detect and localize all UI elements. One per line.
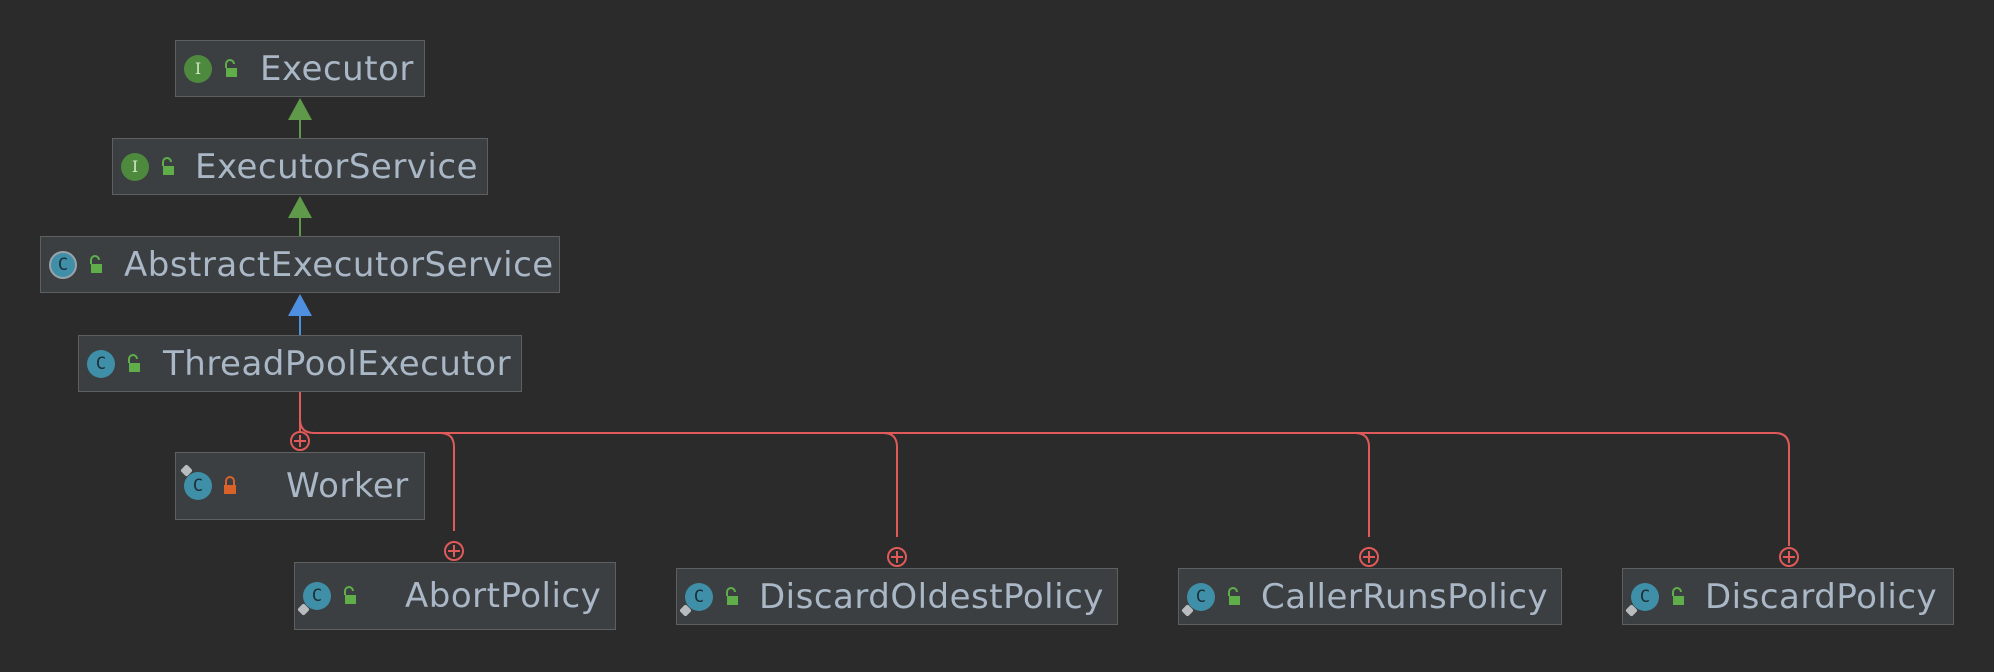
node-discard-policy[interactable]: C DiscardPolicy [1622, 568, 1954, 625]
abstract-class-icon: C [49, 250, 77, 279]
edge-inner-abort-line [439, 432, 455, 531]
node-label: Executor [260, 48, 414, 89]
class-icon: C [180, 464, 212, 500]
static-marker-icon [180, 464, 193, 477]
public-lock-icon [1225, 586, 1241, 607]
public-lock-icon [1669, 586, 1685, 607]
private-lock-icon [222, 476, 238, 496]
class-icon: C [297, 582, 331, 616]
node-thread-pool-executor[interactable]: C ThreadPoolExecutor [78, 335, 522, 392]
node-label: AbstractExecutorService [124, 244, 554, 285]
class-icon: C [679, 582, 713, 617]
public-lock-icon [222, 58, 238, 79]
node-executor-service[interactable]: I ExecutorService [112, 138, 488, 195]
class-icon: C [87, 349, 115, 378]
edge-inner-discard-oldest-line [882, 432, 898, 537]
interface-icon: I [121, 152, 149, 181]
edge-executor-service-extends-executor-arrowhead [288, 98, 312, 120]
node-label: AbortPolicy [405, 576, 602, 616]
static-marker-icon [297, 603, 310, 616]
static-marker-icon [679, 603, 692, 617]
class-icon: C [1181, 582, 1215, 617]
public-lock-icon [125, 353, 141, 374]
node-abort-policy[interactable]: C AbortPolicy [294, 562, 616, 630]
public-lock-icon [341, 586, 357, 606]
public-lock-icon [159, 156, 175, 177]
node-label: DiscardPolicy [1705, 576, 1938, 617]
node-abstract-executor-service[interactable]: C AbstractExecutorService [40, 236, 560, 293]
edge-inner-bus [299, 392, 1790, 546]
node-label: ThreadPoolExecutor [163, 343, 512, 384]
public-lock-icon [723, 586, 739, 607]
interface-icon: I [184, 54, 212, 83]
static-marker-icon [1181, 603, 1194, 617]
public-lock-icon [87, 254, 103, 275]
edge-inner-caller-runs-line [1354, 432, 1370, 537]
class-icon: C [1625, 582, 1659, 617]
node-worker[interactable]: C Worker [175, 452, 425, 520]
edge-thread-pool-extends-abstract-arrowhead [288, 294, 312, 316]
node-label: DiscardOldestPolicy [759, 576, 1104, 617]
node-caller-runs-policy[interactable]: C CallerRunsPolicy [1178, 568, 1562, 625]
node-discard-oldest-policy[interactable]: C DiscardOldestPolicy [676, 568, 1118, 625]
node-label: Worker [286, 466, 409, 506]
edge-abstract-implements-executor-service-arrowhead [288, 196, 312, 218]
node-label: ExecutorService [195, 146, 478, 187]
static-marker-icon [1625, 603, 1638, 617]
node-label: CallerRunsPolicy [1261, 576, 1549, 617]
node-executor[interactable]: I Executor [175, 40, 425, 97]
